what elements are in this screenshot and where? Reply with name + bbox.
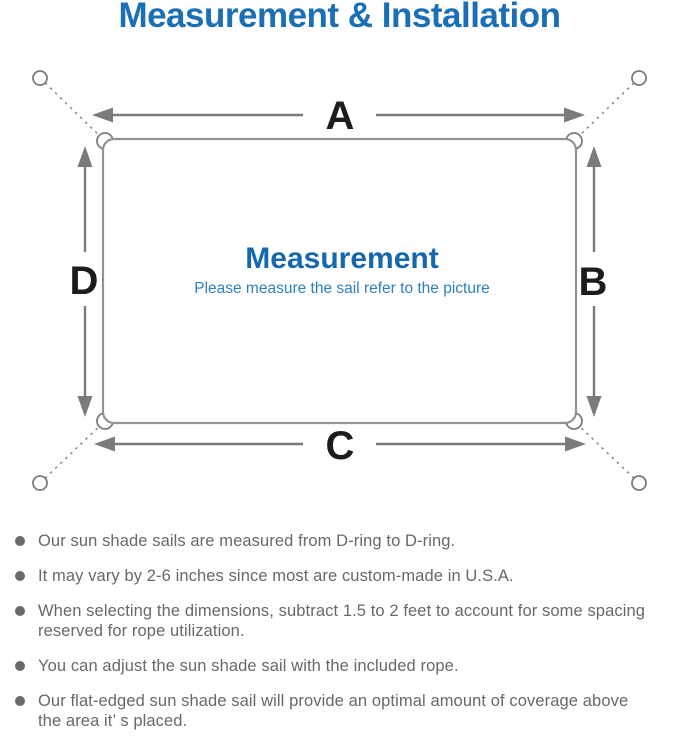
bullet-dot-icon	[15, 661, 25, 671]
corner-d-rings	[96, 132, 583, 430]
arrow-top	[92, 107, 585, 123]
label-side-a: A	[326, 94, 355, 138]
label-side-c: C	[326, 424, 355, 468]
arrow-right	[586, 146, 602, 417]
list-item: Our flat-edged sun shade sail will provi…	[14, 691, 664, 731]
bullet-dot-icon	[15, 606, 25, 616]
label-side-b: B	[579, 260, 608, 304]
anchor-rings	[32, 70, 647, 491]
arrow-bottom	[94, 436, 586, 452]
note-text: You can adjust the sun shade sail with t…	[38, 657, 459, 675]
diagram-center-heading: Measurement	[245, 242, 438, 275]
page-title: Measurement & Installation	[118, 0, 561, 35]
tie-line-bottom-left	[39, 422, 104, 484]
note-text: Our sun shade sails are measured from D-…	[38, 532, 456, 550]
diagram-center-subheading: Please measure the sail refer to the pic…	[194, 280, 490, 297]
bullet-dot-icon	[15, 571, 25, 581]
label-side-d: D	[70, 259, 99, 303]
anchor-ring-bottom-left-icon	[32, 475, 48, 491]
tie-line-top-left	[39, 77, 104, 140]
note-text: It may vary by 2-6 inches since most are…	[38, 567, 514, 585]
dimension-arrows	[77, 107, 602, 452]
note-text: Our flat-edged sun shade sail will provi…	[38, 692, 629, 730]
tie-lines	[39, 77, 640, 484]
sail-panel	[101, 137, 578, 425]
notes-list: Our sun shade sails are measured from D-…	[14, 531, 664, 739]
anchor-ring-top-left-icon	[32, 70, 48, 86]
sail-measurement-diagram: A B C D Measurement Please measure the s…	[32, 70, 647, 491]
arrow-left	[77, 146, 93, 417]
bullet-dot-icon	[15, 696, 25, 706]
bullet-dot-icon	[15, 536, 25, 546]
list-item: You can adjust the sun shade sail with t…	[14, 656, 664, 676]
note-text: When selecting the dimensions, subtract …	[38, 602, 646, 640]
tie-line-top-right	[575, 77, 640, 140]
list-item: Our sun shade sails are measured from D-…	[14, 531, 664, 551]
anchor-ring-top-right-icon	[631, 70, 647, 86]
list-item: When selecting the dimensions, subtract …	[14, 601, 664, 641]
list-item: It may vary by 2-6 inches since most are…	[14, 566, 664, 586]
anchor-ring-bottom-right-icon	[631, 475, 647, 491]
tie-line-bottom-right	[575, 422, 640, 484]
